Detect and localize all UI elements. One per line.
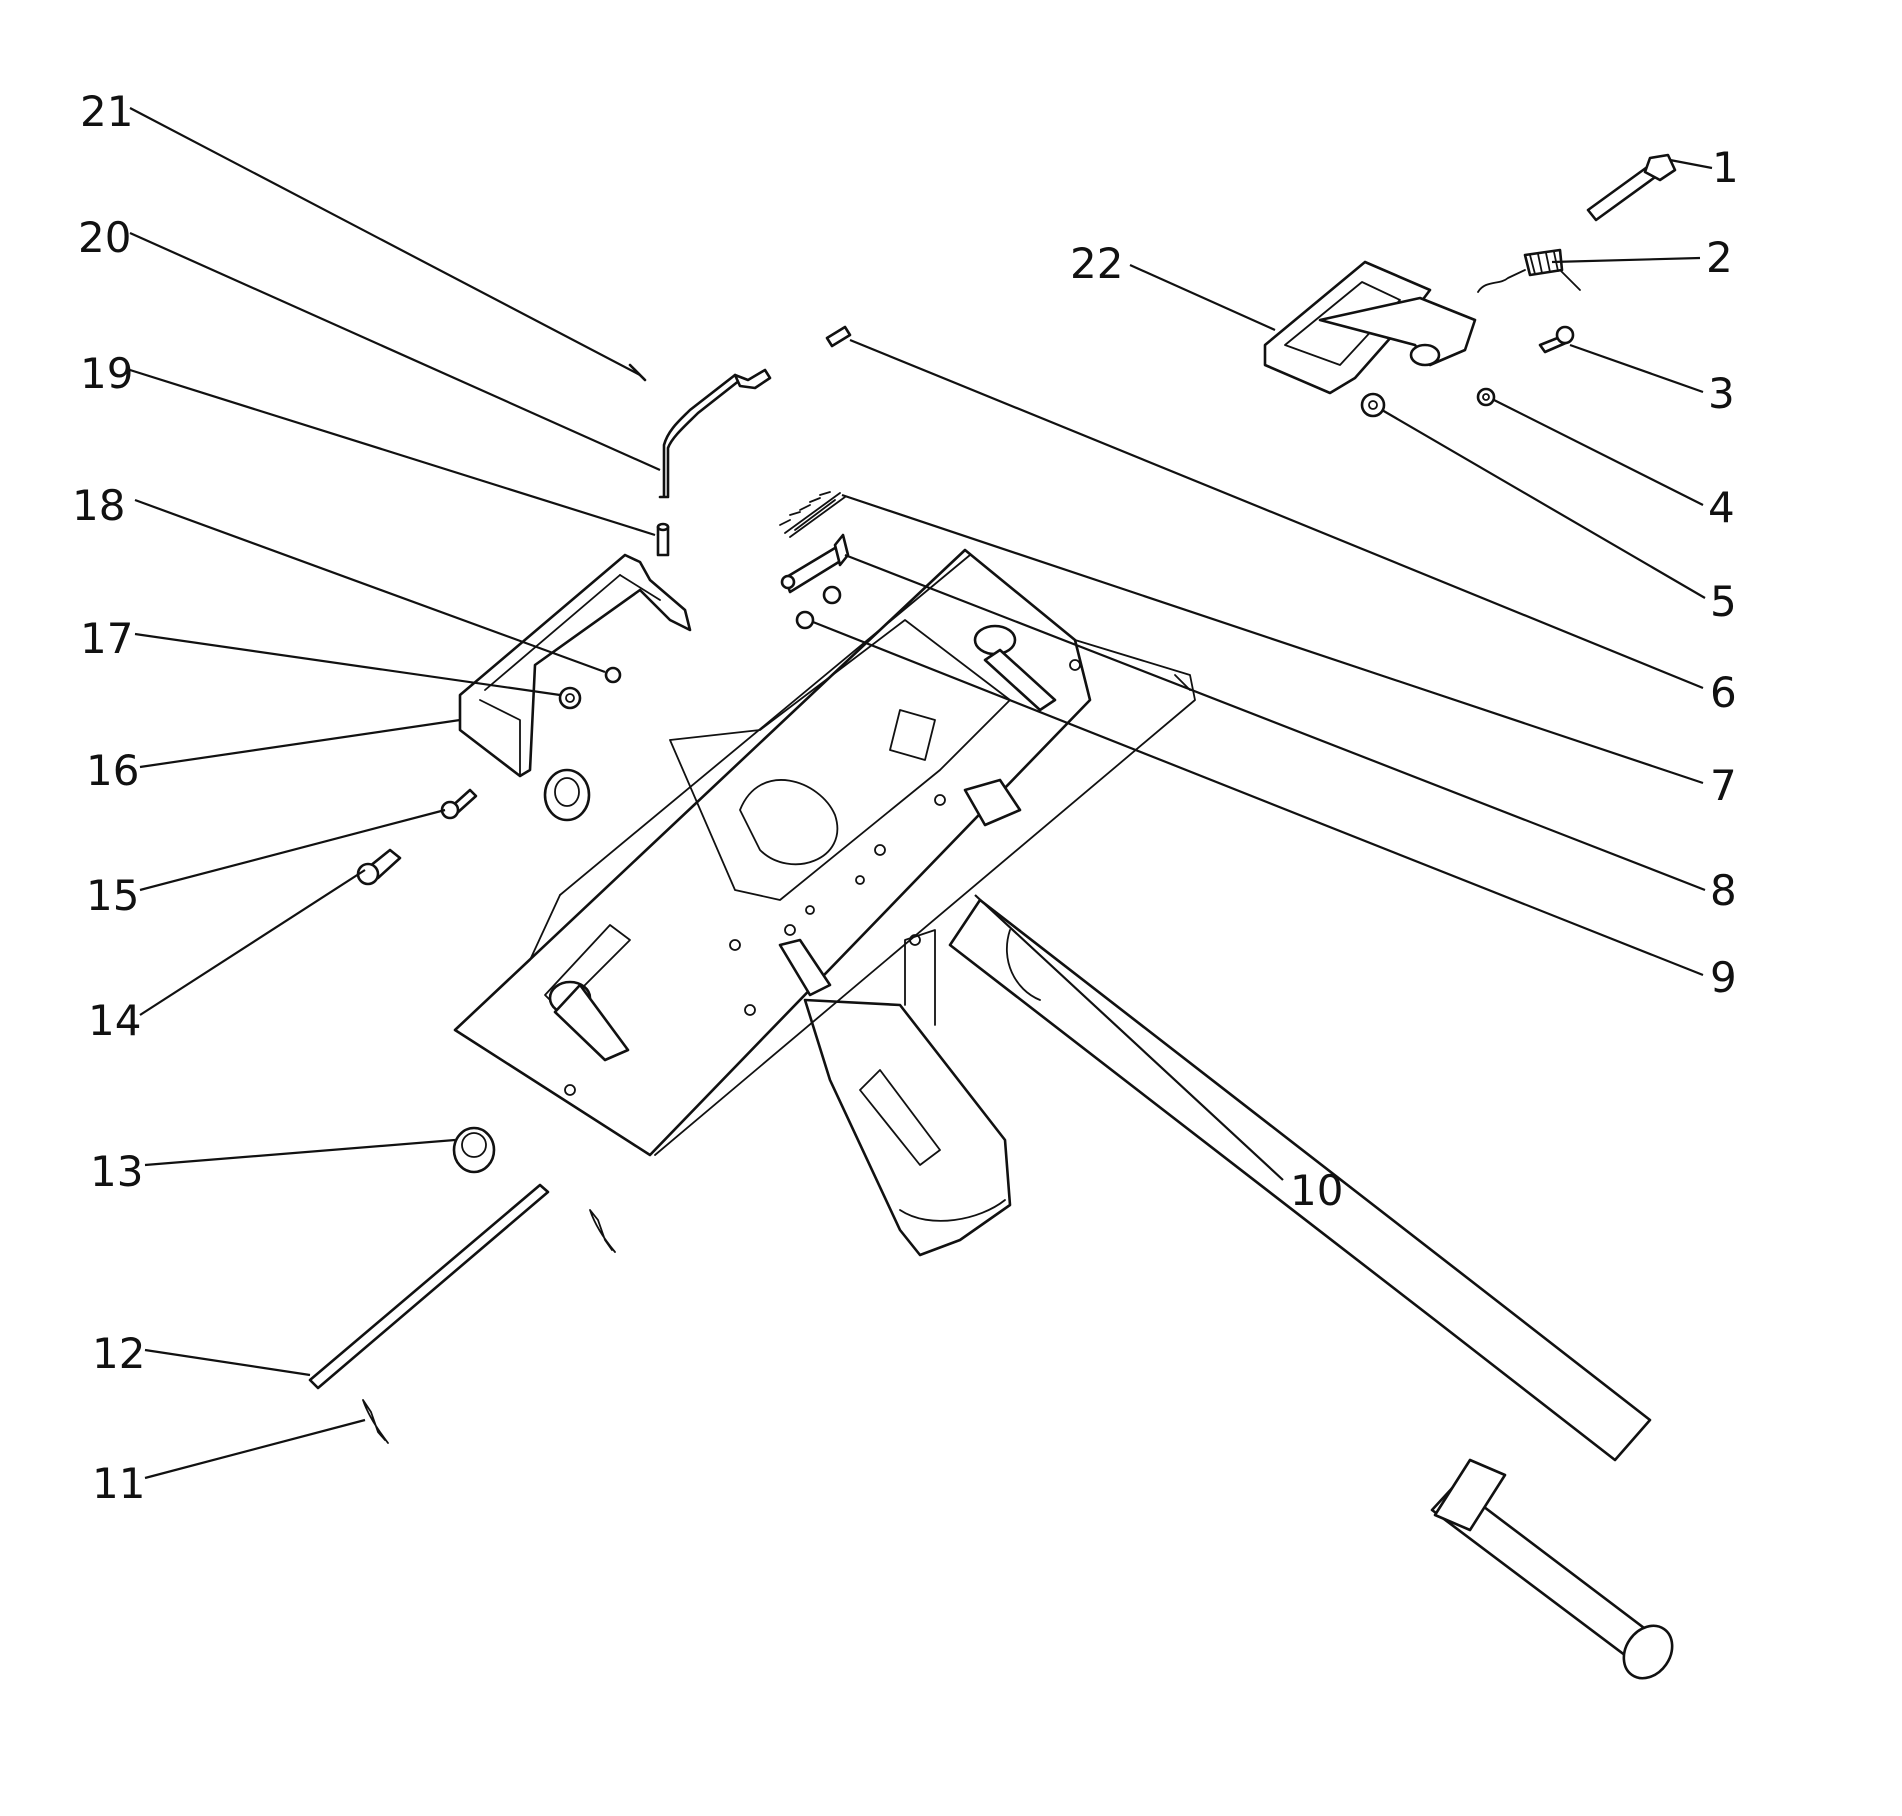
leader-18 [134,498,606,674]
leader-12 [144,1348,311,1377]
callout-17: 17 [80,614,133,663]
callout-14: 14 [88,996,141,1045]
part-13-bushing [452,1126,496,1174]
part-cotter-upper [589,1209,616,1253]
callout-8: 8 [1710,866,1737,915]
leader-2 [1551,256,1701,264]
leader-lines [129,107,1713,1480]
leader-1 [1669,158,1713,170]
part-6-pin [825,325,852,348]
callout-1: 1 [1712,143,1739,192]
leader-6 [849,338,1704,690]
part-7-spring [779,491,846,538]
handle-tube [948,898,1674,1680]
callout-labels: 1 2 3 4 5 6 7 8 9 10 11 12 13 14 15 16 1… [72,87,1739,1508]
callout-4: 4 [1708,483,1735,532]
part-16-nut [558,686,582,710]
part-22-pedal [1263,260,1477,395]
part-15-screw [440,788,478,820]
leader-14 [139,869,366,1016]
callout-22: 22 [1070,239,1123,288]
callout-6: 6 [1710,668,1737,717]
callout-5: 5 [1710,577,1737,626]
callout-15: 15 [86,871,139,920]
part-20-rod [658,368,772,499]
callout-13: 13 [90,1147,143,1196]
leader-7 [841,493,1704,785]
part-4-nut [1476,387,1496,407]
callout-3: 3 [1708,369,1735,418]
leader-9 [812,620,1704,977]
callout-7: 7 [1710,761,1737,810]
part-5-nut [1360,392,1386,418]
callout-16: 16 [86,746,139,795]
leader-19 [129,368,656,537]
callout-19: 19 [80,349,133,398]
part-11-cotter-pin [362,1399,389,1444]
frame-support-legs [803,929,1012,1257]
callout-21: 21 [80,87,133,136]
part-19-pin [656,522,670,557]
leader-17 [134,632,561,697]
part-17-nut [604,666,622,684]
part-9-nuts [795,585,842,630]
leader-15 [139,808,446,892]
part-1-bolt [1586,153,1677,222]
callout-12: 12 [92,1329,145,1378]
part-3-screw [1538,325,1575,354]
leader-5 [1381,409,1706,599]
callout-9: 9 [1710,953,1737,1002]
part-2-spring [1477,248,1581,293]
leader-3 [1569,343,1704,394]
callout-2: 2 [1706,233,1733,282]
leader-16 [139,718,461,769]
leader-22 [1129,263,1276,332]
leader-20 [129,231,661,472]
leader-10 [974,894,1284,1181]
part-14-bolt [356,848,402,886]
leader-8 [844,553,1706,892]
part-8-clip [780,533,850,594]
part-bushing-upper [543,768,591,822]
mounting-plate [453,548,1196,1157]
leader-11 [144,1418,366,1480]
leader-4 [1493,399,1704,506]
leader-13 [144,1138,456,1167]
part-18-bracket [458,553,692,778]
callout-20: 20 [78,213,131,262]
callout-18: 18 [72,481,125,530]
callout-10: 10 [1290,1166,1343,1215]
callout-11: 11 [92,1459,145,1508]
leader-21 [129,107,641,376]
part-12-axle [308,1183,550,1390]
